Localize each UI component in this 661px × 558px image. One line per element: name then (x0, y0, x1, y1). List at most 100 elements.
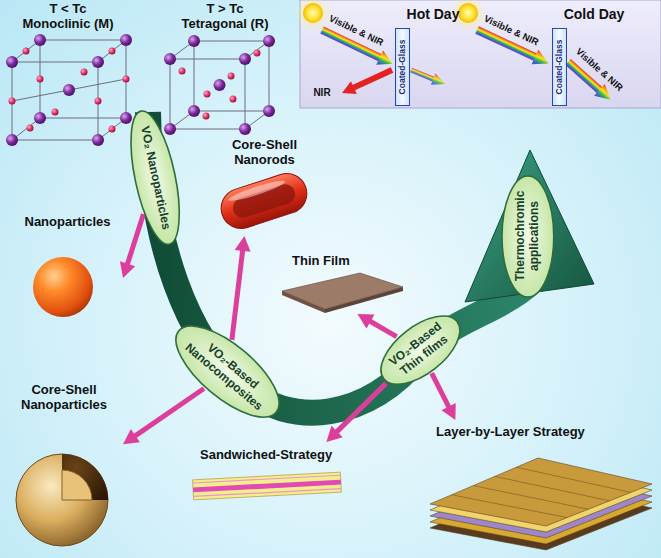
light-ray (339, 81, 357, 99)
category-ellipse: VO₂-Based Thin films (379, 314, 462, 386)
sandwich-strip (193, 475, 341, 484)
monoclinic-lattice (6, 56, 18, 68)
arrow-head (123, 429, 140, 444)
item-label: Nanoparticles (15, 215, 120, 230)
monoclinic-lattice (109, 126, 116, 133)
glass-pane: Coated-Glass (395, 28, 410, 106)
arrow-shaft (134, 389, 204, 437)
monoclinic-lattice (23, 48, 30, 55)
light-ray (532, 50, 552, 71)
thin-film-plate (282, 273, 403, 309)
monoclinic-lattice (34, 34, 46, 46)
progress-arrow (465, 150, 594, 302)
item-label: Core-Shell Nanoparticles (8, 383, 120, 413)
core-shell-sphere (62, 470, 92, 500)
label: Visible & NIR (482, 14, 540, 49)
item-label: Sandwiched-Strategy (200, 448, 332, 463)
label: Monoclinic (M) (23, 17, 114, 32)
tetragonal-lattice (239, 53, 251, 65)
sun-icon (303, 3, 323, 23)
tetragonal-lattice (230, 96, 237, 103)
application-ellipse: Thermochromic applications (500, 174, 556, 299)
monoclinic-lattice (27, 125, 34, 132)
label: NIR (313, 87, 330, 99)
nanorod-picture (216, 168, 312, 233)
label: Visible & NIR (573, 46, 624, 93)
item-label: Layer-by-Layer Strategy (436, 425, 585, 440)
tetragonal-lattice (188, 105, 200, 117)
sandwich-strip (193, 488, 341, 497)
tetragonal-lattice (164, 35, 275, 135)
sun-icon (295, 0, 331, 31)
tetragonal-lattice (179, 68, 186, 75)
glass-pane: Coated-Glass (552, 28, 567, 106)
arrow-shaft (127, 214, 144, 266)
arrow-head (326, 426, 342, 442)
thin-film-plate (282, 273, 403, 313)
layer-stack (430, 458, 652, 550)
tetragonal-lattice (254, 50, 261, 57)
arrow-head (120, 261, 135, 278)
layer-stack-item: Layer-by-Layer Strategy (428, 420, 656, 552)
pink-arrow (358, 314, 397, 337)
light-ray (410, 68, 436, 83)
tetragonal-lattice (164, 53, 176, 65)
tetragonal-lattice (228, 73, 235, 80)
monoclinic-lattice (123, 76, 130, 83)
label: Visible & NIR (327, 13, 385, 48)
tetragonal-lattice (204, 91, 211, 98)
monoclinic-lattice (9, 98, 16, 105)
monoclinic-lattice (12, 40, 126, 140)
pink-arrow (326, 383, 386, 442)
label: T > Tc (207, 2, 244, 17)
label: Cold Day (564, 6, 625, 22)
light-ray (339, 64, 395, 100)
tetragonal-lattice (188, 35, 200, 47)
monoclinic-lattice (81, 69, 88, 76)
tetragonal-lattice (214, 79, 226, 91)
nanoparticle-item: Nanoparticles (15, 215, 123, 320)
monoclinic-lattice (63, 84, 75, 96)
pink-arrow (232, 236, 251, 340)
glass-label: Coated-Glass (555, 40, 565, 95)
monoclinic-lattice (37, 76, 44, 83)
nanoparticle-sphere (33, 257, 93, 317)
core-shell-sphere (62, 454, 108, 500)
ellipse-outline (121, 107, 188, 248)
monoclinic-lattice (92, 56, 104, 68)
core-shell-sphere (16, 454, 108, 546)
sandwich-strip (193, 472, 342, 500)
item-label: Core-Shell Nanorods (212, 138, 317, 168)
arrow-head (358, 314, 375, 328)
thin-film-item: Thin Film (280, 252, 405, 314)
ellipse-outline (502, 176, 554, 297)
nanorod-picture (227, 178, 287, 204)
tetragonal-lattice (164, 123, 176, 135)
core-shell-sphere (16, 454, 108, 546)
category-ellipse: VO₂-Based Nanocomposites (174, 324, 281, 419)
sun-icon (458, 3, 478, 23)
label: T < Tc (50, 2, 87, 17)
pink-arrow (123, 389, 204, 445)
arrow-head (441, 403, 455, 420)
pink-arrow (432, 373, 456, 420)
tetragonal-lattice (203, 113, 210, 120)
monoclinic-lattice (92, 134, 104, 146)
light-ray (351, 67, 393, 91)
nanorod-item: Core-Shell Nanorods (212, 138, 320, 236)
category-ellipse: VO₂ Nanoparticles (129, 109, 181, 246)
monoclinic-lattice (6, 34, 132, 146)
arrow-shaft (432, 373, 450, 408)
monoclinic-lattice (34, 112, 46, 124)
light-ray (376, 50, 396, 70)
item-label: Thin Film (292, 254, 350, 269)
arrow-shaft (369, 320, 397, 336)
label: Hot Day (407, 6, 460, 22)
tetragonal-lattice (263, 35, 275, 47)
label: Tetragonal (R) (181, 17, 268, 32)
glass-label: Coated-Glass (398, 40, 408, 95)
monoclinic-lattice (109, 48, 116, 55)
pink-arrow (120, 214, 144, 278)
layer-stack (452, 467, 631, 517)
